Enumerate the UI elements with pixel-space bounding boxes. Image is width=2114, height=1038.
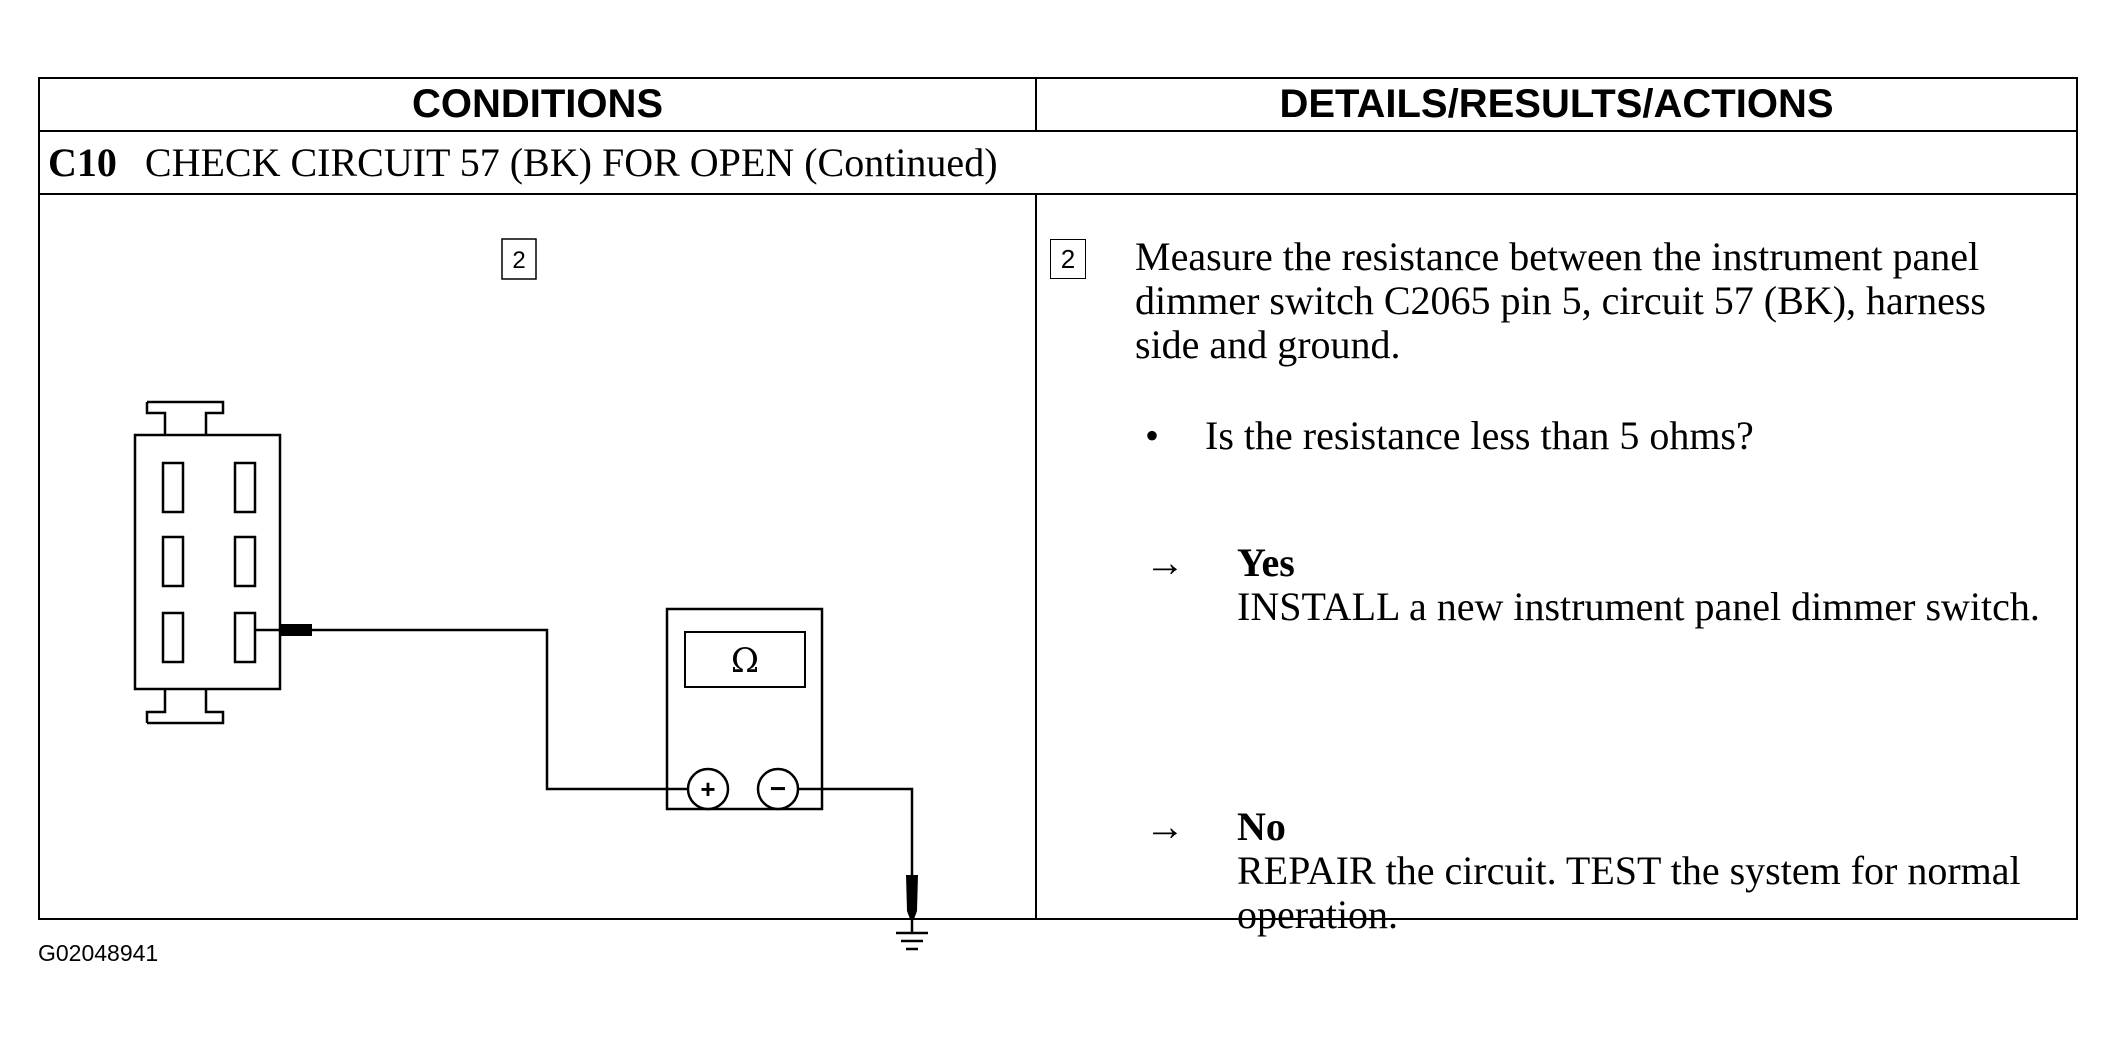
minus-symbol: − — [770, 773, 786, 804]
positive-test-lead — [255, 624, 708, 791]
measure-instruction: Measure the resistance between the instr… — [1135, 234, 1986, 367]
negative-test-lead — [798, 787, 918, 919]
step-title: CHECK CIRCUIT 57 (BK) FOR OPEN (Continue… — [144, 140, 998, 185]
question-item: • Is the resistance less than 5 ohms? — [1145, 412, 1754, 459]
diagnostic-table: CONDITIONS DETAILS/RESULTS/ACTIONS C10 C… — [38, 77, 2078, 951]
right-arrow-icon: → — [1145, 540, 1185, 585]
plus-symbol: + — [700, 774, 715, 804]
step-body-row: 2 — [40, 195, 2076, 951]
step-title-row: C10 CHECK CIRCUIT 57 (BK) FOR OPEN (Cont… — [40, 132, 2076, 195]
conditions-cell: 2 — [40, 195, 1037, 951]
right-arrow-icon: → — [1145, 804, 1185, 849]
conditions-header: CONDITIONS — [40, 79, 1037, 130]
table-header-row: CONDITIONS DETAILS/RESULTS/ACTIONS — [40, 79, 2076, 132]
wiring-diagram: 2 — [133, 238, 918, 919]
ohmmeter: Ω + − — [665, 607, 824, 811]
no-action: REPAIR the circuit. TEST the system for … — [1237, 848, 2021, 937]
question-text: Is the resistance less than 5 ohms? — [1205, 413, 1754, 458]
connector-c2065 — [133, 400, 282, 725]
figure-id: G02048941 — [38, 940, 159, 966]
no-label: No — [1237, 804, 1286, 849]
yes-action: INSTALL a new instrument panel dimmer sw… — [1237, 584, 2040, 629]
details-cell: 2 Measure the resistance between the ins… — [1037, 195, 2076, 937]
details-header: DETAILS/RESULTS/ACTIONS — [1279, 82, 1834, 126]
bullet-icon: • — [1145, 413, 1160, 458]
details-step-box: 2 — [1050, 239, 1086, 279]
diagram-step-number: 2 — [512, 247, 525, 274]
diagram-step-box: 2 — [501, 238, 537, 280]
ohm-symbol: Ω — [731, 641, 759, 681]
ground-icon — [896, 911, 928, 951]
yes-label: Yes — [1237, 540, 1295, 585]
step-id: C10 — [48, 140, 117, 185]
plus-terminal — [686, 767, 730, 811]
